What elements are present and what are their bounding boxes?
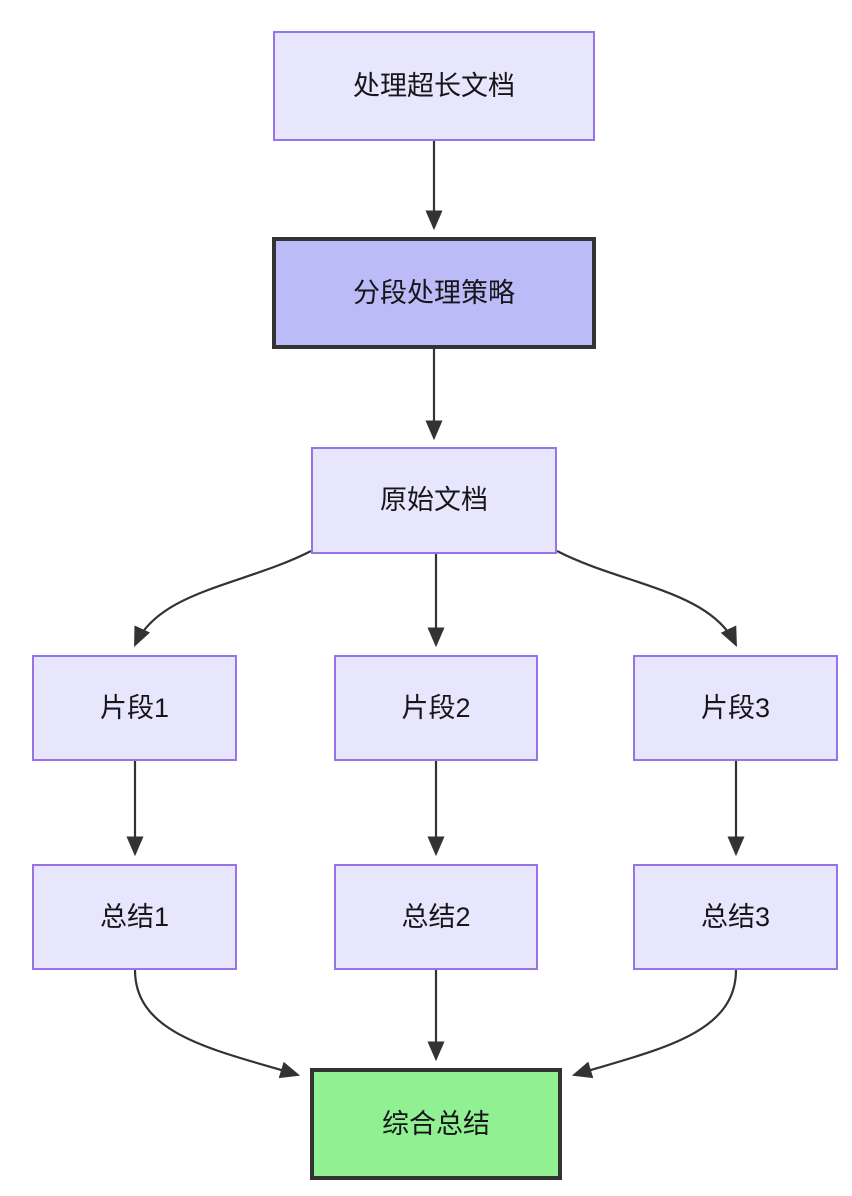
node-summary-2[interactable]: 总结2 bbox=[334, 864, 538, 970]
node-label: 总结2 bbox=[401, 901, 471, 932]
node-label: 分段处理策略 bbox=[353, 277, 515, 308]
node-label: 总结1 bbox=[99, 901, 170, 932]
node-fragment-1[interactable]: 片段1 bbox=[32, 655, 237, 761]
edge-n3-n4 bbox=[133, 550, 312, 648]
edge-n9-n10 bbox=[571, 969, 738, 1079]
edge-n3-n6 bbox=[556, 550, 737, 647]
node-fragment-3[interactable]: 片段3 bbox=[633, 655, 838, 761]
node-process-long-document[interactable]: 处理超长文档 bbox=[273, 31, 595, 141]
edge-n7-n10 bbox=[133, 969, 301, 1079]
node-summary-3[interactable]: 总结3 bbox=[633, 864, 838, 970]
node-label: 片段2 bbox=[401, 692, 471, 723]
node-original-document[interactable]: 原始文档 bbox=[311, 447, 557, 554]
node-label: 总结3 bbox=[700, 901, 771, 932]
node-chunking-strategy[interactable]: 分段处理策略 bbox=[272, 237, 596, 349]
node-label: 原始文档 bbox=[380, 485, 488, 516]
node-label: 片段1 bbox=[99, 692, 170, 723]
node-fragment-2[interactable]: 片段2 bbox=[334, 655, 538, 761]
node-label: 片段3 bbox=[700, 692, 771, 723]
node-summary-1[interactable]: 总结1 bbox=[32, 864, 237, 970]
node-label: 处理超长文档 bbox=[353, 70, 515, 101]
node-combined-summary[interactable]: 综合总结 bbox=[310, 1068, 562, 1180]
node-label: 综合总结 bbox=[382, 1108, 490, 1139]
